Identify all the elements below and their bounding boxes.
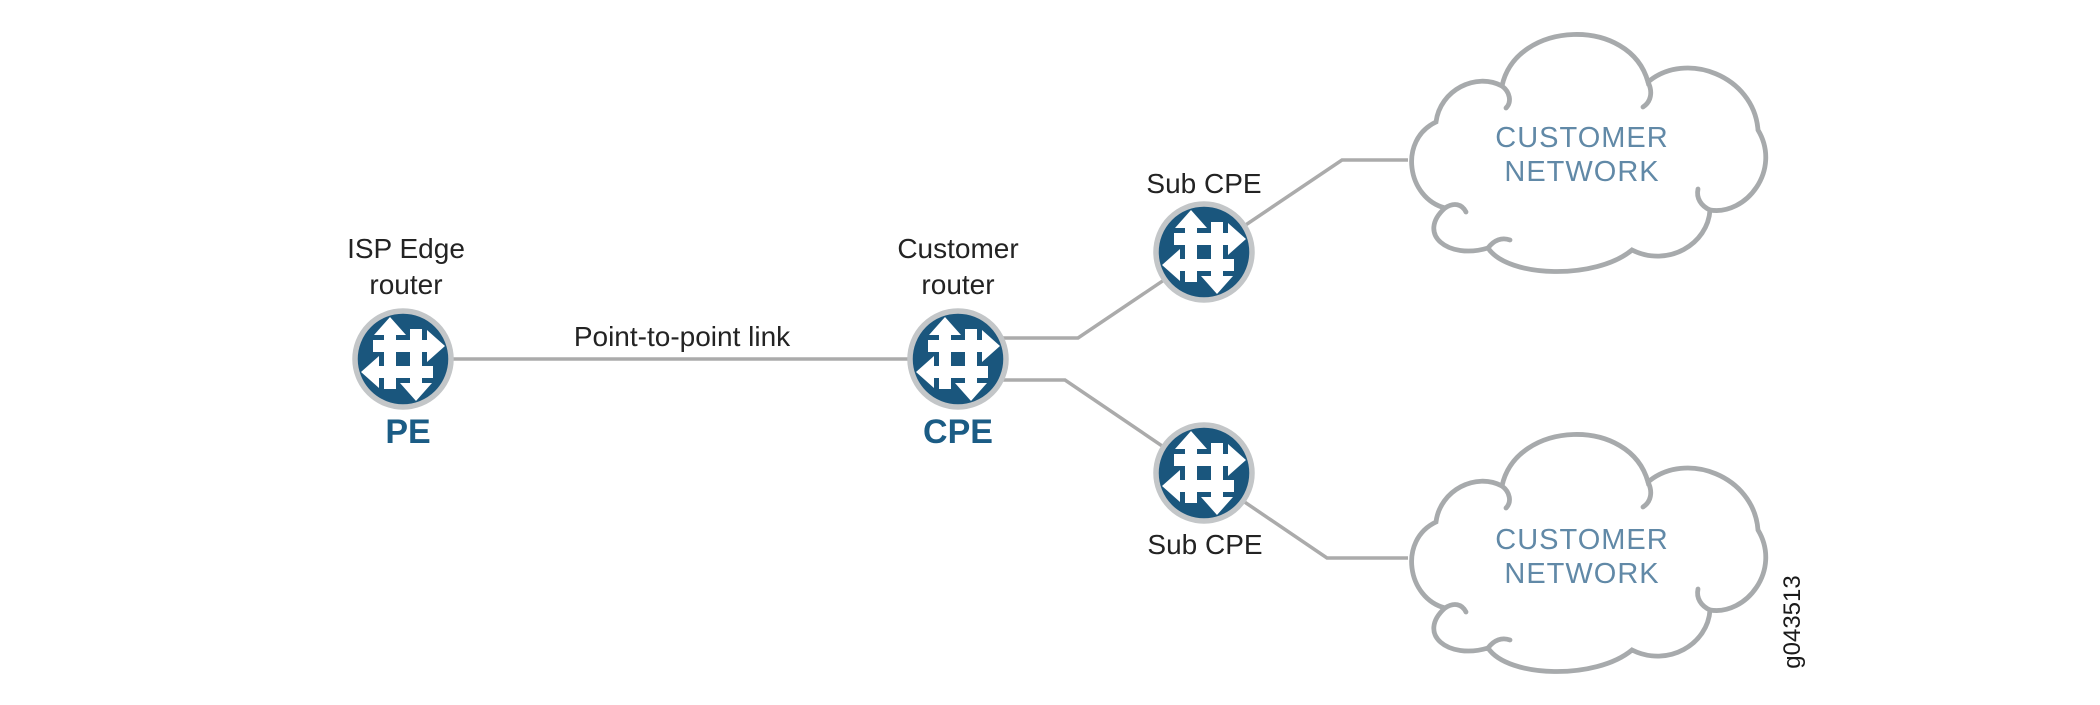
cpe-role-label: CPE [923, 413, 993, 451]
point-to-point-link-label: Point-to-point link [573, 321, 791, 352]
juniper-router-icon [350, 306, 456, 412]
sub-cpe-bottom-label: Sub CPE [1147, 529, 1263, 560]
customer-network-top-line2: NETWORK [1504, 156, 1660, 188]
juniper-router-icon [1151, 420, 1257, 526]
customer-network-bottom-label: CUSTOMER NETWORK [1392, 523, 1772, 591]
pe-role-label: PE [385, 413, 431, 451]
pe-router-title-line1: ISP Edge [347, 233, 465, 264]
customer-network-bottom-line1: CUSTOMER [1495, 524, 1669, 556]
pe-router-title-line2: router [369, 269, 443, 300]
sub-cpe-top-label: Sub CPE [1146, 168, 1262, 199]
customer-network-top-label: CUSTOMER NETWORK [1392, 121, 1772, 189]
customer-network-bottom-line2: NETWORK [1504, 558, 1660, 590]
pe-router-title: ISP Edge router [347, 231, 465, 303]
cpe-router-title-line1: Customer [897, 233, 1019, 264]
customer-network-top-line1: CUSTOMER [1495, 122, 1669, 154]
cpe-router-title: Customer router [897, 231, 1018, 303]
cpe-router-title-line2: router [921, 269, 995, 300]
juniper-router-icon [1151, 199, 1257, 305]
figure-id: g043513 [1779, 575, 1806, 669]
juniper-router-icon [905, 306, 1011, 412]
